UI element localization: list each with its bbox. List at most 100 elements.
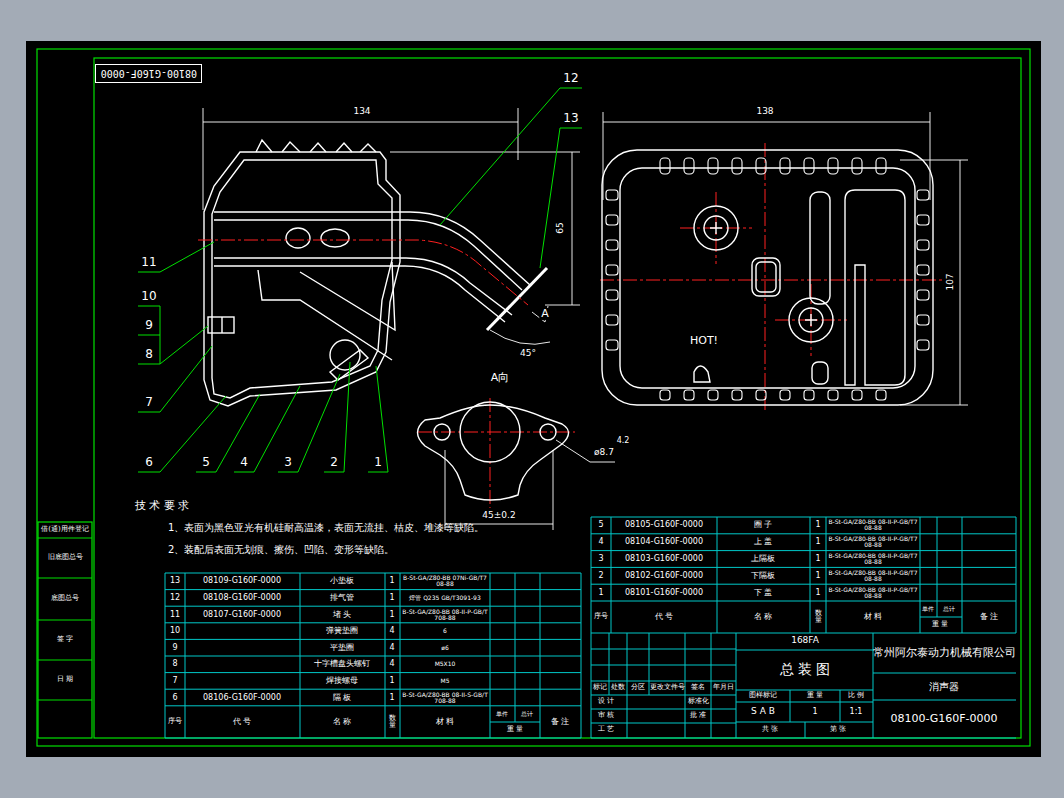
drawing-label: 标记 [593, 684, 607, 691]
drawing-label: B-St-GA/Z80-BB 08-II-P-GB/T708-88 [828, 519, 918, 531]
drawing-label: 总计 [521, 711, 533, 718]
grid-line [736, 690, 873, 691]
drawing-label: 材 料 [436, 718, 455, 727]
drawing-label: 45±0.2 [480, 511, 517, 521]
drawing-label: 11 [170, 610, 180, 619]
grid-line [873, 700, 1016, 701]
drawing-label: B-St-GA/Z80-BB 08-II-P-GB/T708-88 [828, 536, 918, 548]
drawing-label: ø8.7 [592, 448, 616, 458]
grid-line [165, 589, 581, 590]
callout-number: 3 [282, 456, 294, 469]
drawing-label: 08106-G160F-0000 [203, 693, 281, 702]
callout-number: 8 [143, 348, 155, 361]
sheet-frame [37, 49, 1030, 746]
drawing-label: 1、表面为黑色亚光有机硅耐高温漆，表面无流挂、桔皮、堆漆等缺陷。 [168, 522, 484, 533]
drawing-label: 上 盖 [754, 538, 773, 547]
drawing-label: 08104-G160F-0000 [625, 538, 703, 547]
drawing-label: B-St-GA/Z80-BB 08-II-S-GB/T708-88 [402, 692, 488, 704]
grid-line [711, 633, 712, 695]
drawing-label: 签名 [691, 684, 705, 691]
grid-line [711, 695, 712, 738]
dimension-lines [203, 108, 968, 530]
drawing-label: 1 [598, 588, 603, 597]
drawing-label: 4 [598, 538, 603, 547]
drawing-label: S A B [751, 707, 775, 717]
leader-lines [138, 88, 582, 472]
drawing-label: 1 [389, 610, 394, 619]
drawing-label: 签 字 [57, 636, 73, 644]
drawing-label: 08102-G160F-0000 [625, 571, 703, 580]
flange-view [418, 402, 569, 500]
drawing-label: B-St-GA/Z80-BB 07Ni-GB/T708-88 [402, 575, 488, 587]
drawing-label: 1 [389, 693, 394, 702]
drawing-label: 小垫板 [330, 577, 354, 586]
callout-number: 13 [561, 112, 580, 125]
drawing-label: 45° [518, 349, 538, 359]
callout-number: 1 [372, 456, 384, 469]
drawing-label: A向 [489, 372, 512, 384]
grid-line [591, 665, 736, 666]
drawing-label: 圈 子 [754, 521, 773, 530]
muffler-front-view [602, 150, 933, 405]
drawing-label: B-St-GA/Z80-BB 08-II-P-GB/T708-88 [402, 609, 488, 621]
drawing-label: 重 量 [507, 726, 523, 734]
drawing-label: 1 [815, 521, 820, 530]
drawing-label: 134 [351, 107, 372, 117]
drawing-label: 3 [598, 555, 603, 564]
drawing-label: 1 [815, 538, 820, 547]
grid-line [165, 738, 581, 739]
drawing-label: 08103-G160F-0000 [625, 555, 703, 564]
callout-number: 9 [143, 319, 155, 332]
drawing-label: 名 称 [754, 613, 773, 622]
grid-line [165, 672, 581, 673]
drawing-label: 第 张 [830, 726, 846, 734]
grid-line [611, 517, 612, 633]
grid-line [165, 573, 166, 738]
grid-line [591, 709, 736, 710]
grid-line [685, 695, 686, 738]
grid-line [609, 633, 610, 695]
callout-number: 11 [139, 256, 158, 269]
drawing-label: 数量 [388, 715, 396, 729]
drawing-label: 年月日 [713, 684, 734, 691]
drawing-label: 名 称 [333, 718, 352, 727]
grid-line [591, 681, 736, 682]
drawing-label: 2、装配后表面无划痕、擦伤、凹陷、变形等缺陷。 [168, 544, 394, 555]
drawing-label: 数量 [814, 610, 822, 624]
drawing-label: M5X10 [402, 661, 488, 667]
drawing-label: 4 [389, 627, 394, 636]
callout-number: 10 [139, 290, 158, 303]
drawing-label: 工 艺 [598, 726, 614, 734]
drawing-label: 4 [389, 660, 394, 669]
drawing-label: 1 [815, 588, 820, 597]
grid-line [165, 606, 581, 607]
drawing-label: 10 [170, 627, 180, 636]
drawing-label: 168FA [791, 636, 819, 646]
drawing-label: 日 期 [57, 676, 73, 684]
drawing-label: 6 [402, 628, 488, 634]
drawing-label: 8 [172, 660, 177, 669]
grid-line [920, 617, 962, 618]
muffler-side-view [204, 140, 547, 406]
grid-line [591, 649, 736, 650]
drawing-label: 1 [389, 577, 394, 586]
grid-line [591, 601, 1016, 602]
drawing-label: 重 量 [932, 621, 948, 629]
drawing-label: 1 [815, 571, 820, 580]
grid-line [591, 517, 592, 633]
drawing-label: 备 注 [551, 718, 570, 727]
grid-line [591, 517, 1016, 518]
drawing-label: HOT! [688, 335, 720, 347]
drawing-label: 4 [389, 643, 394, 652]
drawing-label: 107 [946, 271, 956, 292]
center-lines [198, 143, 942, 508]
drawing-label: ø6 [402, 645, 488, 651]
grid-line [591, 738, 1016, 739]
grid-line [185, 573, 186, 738]
drawing-label: 08105-G160F-0000 [625, 521, 703, 530]
drawing-label: 图样标记 [749, 692, 777, 700]
drawing-label: 上隔板 [751, 555, 775, 564]
drawing-label: 设 计 [598, 698, 614, 706]
